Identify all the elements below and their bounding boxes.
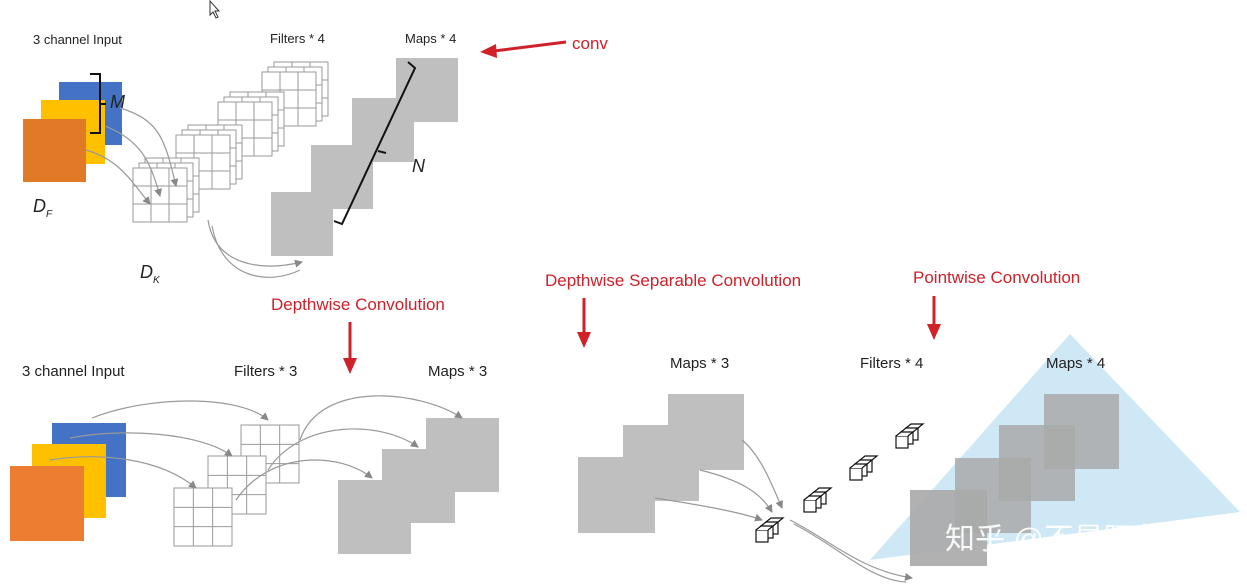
pw-maps-out-label: Maps * 4 <box>1046 355 1105 372</box>
filter-3x3-grid <box>173 487 233 547</box>
conv-arrow-icon <box>493 40 567 53</box>
top-map-stack <box>271 58 458 256</box>
pointwise-1x1-cube <box>895 423 925 449</box>
df-symbol: DF <box>33 196 53 220</box>
top-filter-stack <box>132 61 329 223</box>
watermark: 知乎 @不是阿华 <box>945 523 1164 556</box>
input-channel-orange <box>23 119 86 182</box>
pw-input-map <box>578 457 655 533</box>
pointwise-1x1-cube <box>849 455 879 481</box>
filter-3x3-grid <box>261 61 329 127</box>
top-input-label: 3 channel Input <box>33 32 122 47</box>
conv-label: conv <box>572 34 608 53</box>
pointwise-title: Pointwise Convolution <box>913 268 1080 287</box>
dk-symbol: DK <box>140 262 161 286</box>
n-symbol: N <box>412 156 426 176</box>
pointwise-1x1-cube <box>755 517 785 543</box>
red-down-arrows <box>343 296 941 374</box>
dw-input-channel-orange <box>10 466 84 541</box>
dw-filters-label: Filters * 3 <box>234 363 297 380</box>
pw-output-map <box>910 490 987 566</box>
top-maps-label: Maps * 4 <box>405 31 456 46</box>
dw-connector-curves <box>49 395 463 501</box>
pw-filter-cubes <box>755 423 925 543</box>
n-bracket <box>333 61 417 226</box>
feature-map <box>271 192 333 256</box>
top-filters-label: Filters * 4 <box>270 31 325 46</box>
dw-input-label: 3 channel Input <box>22 363 125 380</box>
m-bracket <box>90 73 106 134</box>
pointwise-1x1-cube <box>803 487 833 513</box>
depthwise-title: Depthwise Convolution <box>271 295 445 314</box>
pw-filters-label: Filters * 4 <box>860 355 923 372</box>
separable-title: Depthwise Separable Convolution <box>545 271 801 290</box>
pw-maps-in-label: Maps * 3 <box>670 355 729 372</box>
top-connector-curves <box>85 107 303 278</box>
filter-3x3-grid <box>132 157 200 223</box>
dw-maps-label: Maps * 3 <box>428 363 487 380</box>
dw-filter-stack <box>173 424 300 547</box>
dw-map <box>338 480 411 554</box>
pw-connector-curves <box>654 439 913 583</box>
filter-3x3-grid <box>240 424 300 484</box>
m-symbol: M <box>110 92 125 112</box>
mouse-cursor-icon <box>209 0 221 19</box>
